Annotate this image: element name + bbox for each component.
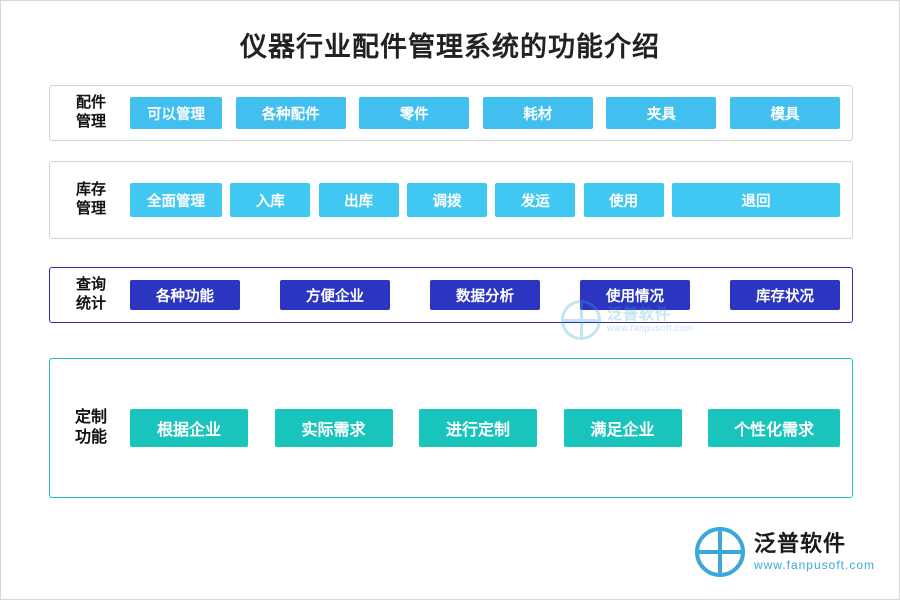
chip-query-2[interactable]: 数据分析 [430,280,540,310]
chip-parts-0[interactable]: 可以管理 [130,97,222,129]
section-custom-functions: 定制 功能 根据企业 实际需求 进行定制 满足企业 个性化需求 [49,358,853,498]
brand-name: 泛普软件 [753,531,846,557]
chip-stock-3[interactable]: 调拨 [406,183,487,217]
section-stock-management: 库存 管理 全面管理 入库 出库 调拨 发运 使用 退回 [49,161,853,239]
chip-stock-0[interactable]: 全面管理 [130,183,222,217]
chip-query-1[interactable]: 方便企业 [280,280,390,310]
chip-custom-0[interactable]: 根据企业 [130,409,248,447]
section-items-query: 各种功能 方便企业 数据分析 使用情况 库存状况 [122,268,852,322]
chip-stock-4[interactable]: 发运 [495,183,576,217]
chip-parts-5[interactable]: 模具 [729,97,840,129]
section-label-stock: 库存 管理 [75,181,106,217]
section-label-query: 查询 统计 [75,276,106,312]
section-label-parts: 配件 管理 [75,94,106,130]
watermark-url: www.fanpusoft.com [607,323,694,334]
chip-parts-3[interactable]: 耗材 [482,97,593,129]
chip-custom-2[interactable]: 进行定制 [419,409,537,447]
section-parts-management: 配件 管理 可以管理 各种配件 零件 耗材 夹具 模具 [49,85,853,141]
brand-logo: 泛普软件 www.fanpusoft.com [694,527,875,577]
section-query-statistics: 查询 统计 各种功能 方便企业 数据分析 使用情况 库存状况 [49,267,853,323]
chip-query-4[interactable]: 库存状况 [730,280,840,310]
section-items-custom: 根据企业 实际需求 进行定制 满足企业 个性化需求 [122,359,852,497]
chip-stock-1[interactable]: 入库 [230,183,311,217]
brand-url: www.fanpusoft.com [753,557,875,572]
chip-custom-4[interactable]: 个性化需求 [708,409,840,447]
section-label-custom: 定制 功能 [74,409,107,446]
chip-stock-2[interactable]: 出库 [318,183,399,217]
section-items-stock: 全面管理 入库 出库 调拨 发运 使用 退回 [122,162,852,238]
chip-stock-6[interactable]: 退回 [671,183,840,217]
chip-query-0[interactable]: 各种功能 [130,280,240,310]
chip-parts-1[interactable]: 各种配件 [235,97,346,129]
page-title: 仪器行业配件管理系统的功能介绍 [240,32,660,62]
globe-icon [694,527,745,577]
chip-custom-3[interactable]: 满足企业 [563,409,682,447]
chip-parts-2[interactable]: 零件 [359,97,470,129]
section-items-parts: 可以管理 各种配件 零件 耗材 夹具 模具 [122,86,852,140]
chip-parts-4[interactable]: 夹具 [606,97,717,129]
chip-stock-5[interactable]: 使用 [583,183,664,217]
brand-text: 泛普软件 www.fanpusoft.com [753,531,875,572]
chip-query-3[interactable]: 使用情况 [580,280,690,310]
chip-custom-1[interactable]: 实际需求 [274,409,393,447]
